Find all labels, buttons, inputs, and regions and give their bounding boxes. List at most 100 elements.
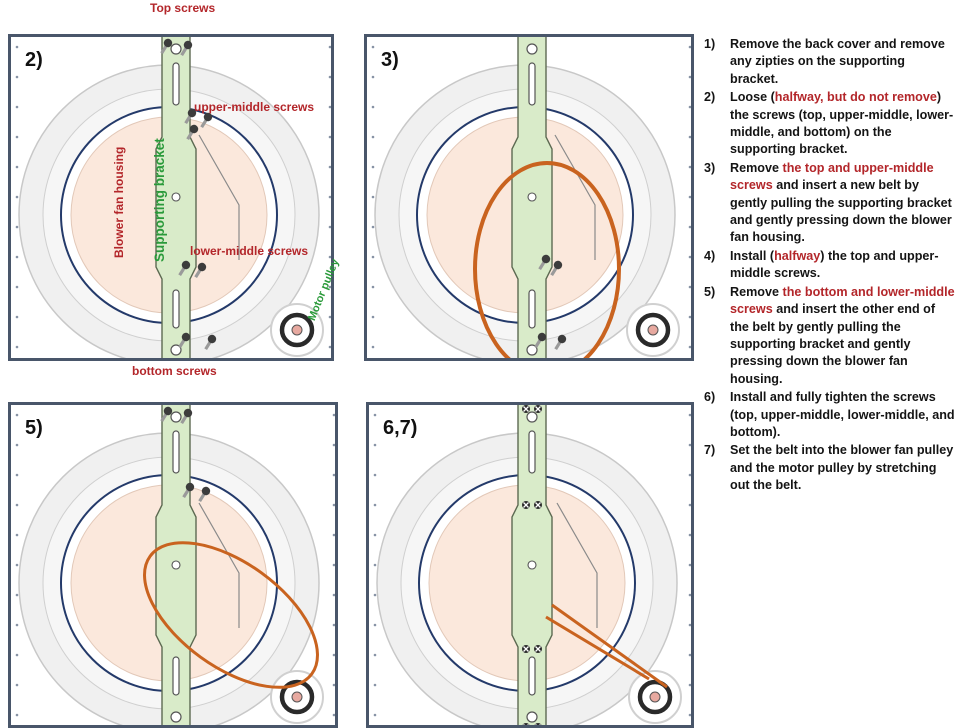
frame-dot <box>371 45 375 49</box>
step-text: and insert a new belt by gently pulling … <box>730 178 952 245</box>
bracket-center-hole <box>171 560 181 570</box>
frame-dot <box>15 623 19 627</box>
frame-dot <box>371 255 375 259</box>
step-highlight: halfway <box>774 248 821 263</box>
top-screws-label: Top screws <box>150 1 216 15</box>
screw-head <box>163 38 173 48</box>
screw-icon <box>204 334 217 351</box>
installed-screw-icon <box>522 501 530 509</box>
frame-dot <box>371 315 375 319</box>
screw-icon <box>538 254 551 271</box>
frame-dot <box>688 195 691 199</box>
frame-dot <box>15 653 19 657</box>
panel-step-3: 3) <box>364 34 694 361</box>
bracket-center-hole <box>527 560 537 570</box>
frame-dot <box>15 593 19 597</box>
bracket-slot <box>528 289 536 329</box>
frame-dot <box>15 45 19 49</box>
frame-dot <box>373 413 377 417</box>
screw-cross <box>523 406 529 412</box>
frame-dot <box>688 105 691 109</box>
frame-dot <box>373 713 377 717</box>
frame-dot <box>15 135 19 139</box>
bracket-slot <box>172 430 180 474</box>
panel-label: 6,7) <box>381 417 420 440</box>
screw-head <box>553 260 563 270</box>
bracket-slot <box>528 62 536 106</box>
frame-dot <box>15 75 19 79</box>
step-highlight: the bottom and lower-middle screws <box>730 284 955 317</box>
screw-head <box>183 408 193 418</box>
step-item: 1)Remove the back cover and remove any z… <box>704 36 956 88</box>
frame-dot <box>15 533 19 537</box>
frame-dot <box>15 563 19 567</box>
panel-step-5: 5) <box>8 402 338 728</box>
drive-belt <box>473 161 621 358</box>
bracket-hole <box>526 411 538 423</box>
screw-icon <box>180 40 193 57</box>
bracket-center-hole <box>171 192 181 202</box>
screw-icon <box>200 112 213 129</box>
panel-label: 3) <box>379 49 401 72</box>
frame-dot <box>15 473 19 477</box>
frame-dot <box>15 683 19 687</box>
step-text: Remove <box>730 284 783 299</box>
panel-label: 5) <box>23 417 45 440</box>
bracket-slot <box>172 656 180 696</box>
bracket-hole <box>526 711 538 723</box>
bracket-hole <box>170 411 182 423</box>
frame-dot <box>371 75 375 79</box>
screw-icon <box>160 38 173 55</box>
frame-dot <box>15 255 19 259</box>
drive-belt <box>545 603 668 689</box>
screw-head <box>189 124 199 134</box>
step-number: 3) <box>704 160 716 175</box>
bracket-hole <box>170 344 182 356</box>
housing-rib <box>554 134 596 260</box>
step-number: 6) <box>704 390 716 405</box>
screw-cross <box>523 724 529 725</box>
frame-dot <box>15 195 19 199</box>
frame-dot <box>15 165 19 169</box>
screw-head <box>183 40 193 50</box>
frame-dot <box>332 503 335 507</box>
step-text: Set the belt into the blower fan pulley … <box>730 443 954 493</box>
step-highlight: the top and upper-middle screws <box>730 160 934 193</box>
installed-screw-icon <box>534 405 542 413</box>
frame-dot <box>688 503 691 507</box>
step-number: 2) <box>704 90 716 105</box>
frame-dot <box>688 563 691 567</box>
frame-dot <box>328 195 331 199</box>
frame-dot <box>373 443 377 447</box>
screw-icon <box>550 260 563 277</box>
screw-cross <box>535 406 541 412</box>
dryer-diagram <box>15 405 335 725</box>
step-text: ) the top and upper-middle screws. <box>730 248 939 281</box>
panel-step-6-7: 6,7) <box>366 402 694 728</box>
step-item: 4)Install (halfway) the top and upper-mi… <box>704 248 956 283</box>
step-item: 5)Remove the bottom and lower-middle scr… <box>704 284 956 388</box>
step-text: Loose ( <box>730 90 775 105</box>
frame-dot <box>688 683 691 687</box>
housing-rib <box>198 134 240 260</box>
drive-belt <box>143 541 319 689</box>
housing-rib <box>556 502 598 628</box>
frame-dot <box>332 473 335 477</box>
frame-dot <box>332 443 335 447</box>
supporting-bracket-label: Supporting bracket <box>152 138 167 262</box>
screw-cross <box>535 724 541 725</box>
frame-dot <box>332 683 335 687</box>
bracket-hole <box>170 711 182 723</box>
dryer-diagram <box>371 37 691 358</box>
step-text: and insert the other end of the belt by … <box>730 302 936 386</box>
step-text: ) the screws (top, upper-middle, lower-m… <box>730 90 954 157</box>
bracket-center-hole <box>527 192 537 202</box>
frame-dot <box>15 105 19 109</box>
frame-dot <box>371 165 375 169</box>
frame-dot <box>371 135 375 139</box>
frame-dot <box>688 75 691 79</box>
frame-dot <box>15 413 19 417</box>
frame-dot <box>371 225 375 229</box>
installed-screw-icon <box>534 501 542 509</box>
instruction-steps: 1)Remove the back cover and remove any z… <box>704 36 956 496</box>
